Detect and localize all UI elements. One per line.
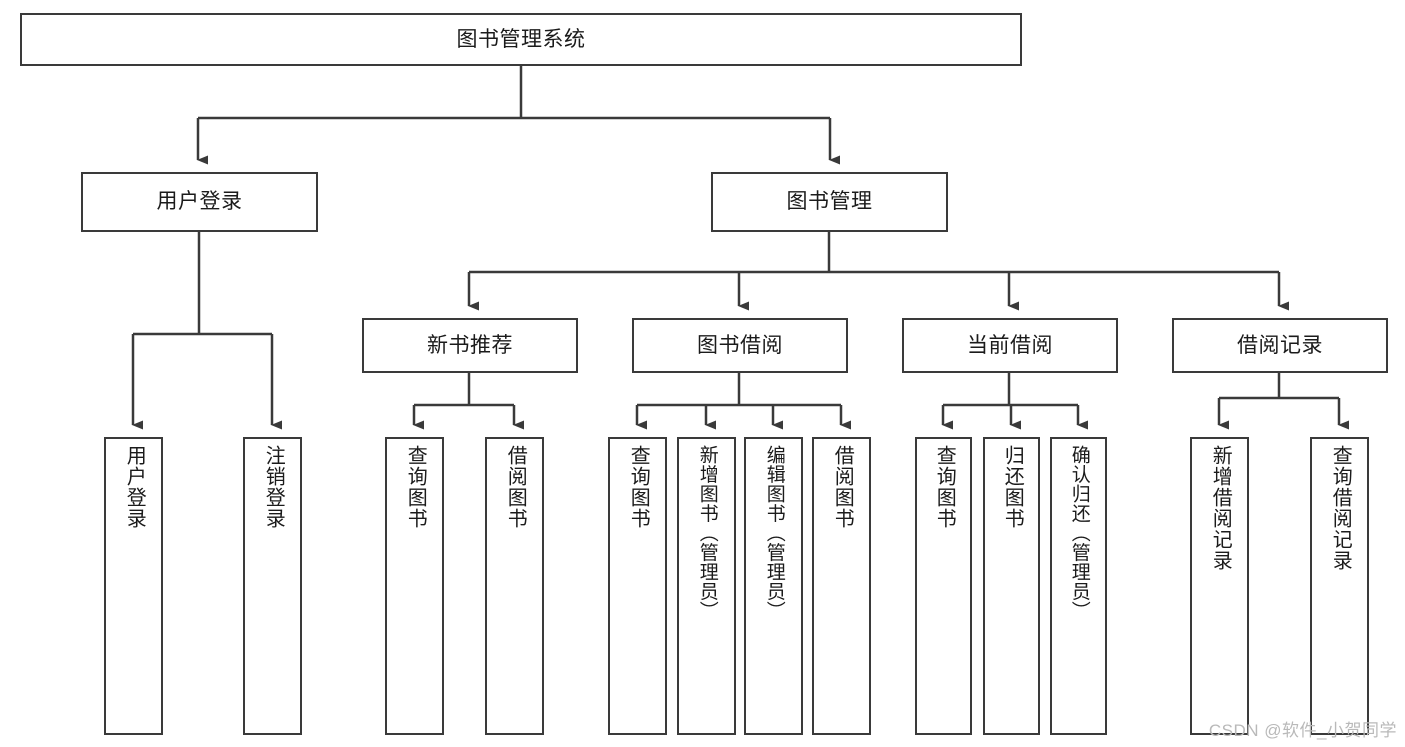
node-leaf-edit-book[interactable]: 编辑图书（管理员）: [744, 437, 803, 735]
node-leaf-query-book-3-label: 查询图书: [933, 445, 956, 529]
edge-group-borrow-record: [1217, 373, 1349, 430]
node-root-label: 图书管理系统: [456, 27, 586, 51]
node-leaf-query-book-2-label: 查询图书: [627, 445, 650, 529]
node-borrow-record-label: 借阅记录: [1237, 333, 1323, 357]
node-leaf-add-record[interactable]: 新增借阅记录: [1190, 437, 1249, 735]
node-leaf-borrow-book-1[interactable]: 借阅图书: [485, 437, 544, 735]
node-book-borrow[interactable]: 图书借阅: [632, 318, 848, 373]
node-root[interactable]: 图书管理系统: [20, 13, 1022, 66]
node-leaf-borrow-book-2-label: 借阅图书: [831, 445, 854, 529]
node-leaf-query-record[interactable]: 查询借阅记录: [1310, 437, 1369, 735]
node-user-login[interactable]: 用户登录: [81, 172, 318, 232]
node-leaf-confirm-return[interactable]: 确认归还（管理员）: [1050, 437, 1107, 735]
node-leaf-add-book-label: 新增图书（管理员）: [696, 445, 718, 621]
edge-group-book-borrow: [635, 373, 851, 430]
node-leaf-query-book-3[interactable]: 查询图书: [915, 437, 972, 735]
node-new-book-recommend[interactable]: 新书推荐: [362, 318, 578, 373]
node-current-borrow-label: 当前借阅: [967, 333, 1053, 357]
edge-group-root: [196, 66, 840, 165]
node-leaf-query-book-2[interactable]: 查询图书: [608, 437, 667, 735]
node-leaf-borrow-book-2[interactable]: 借阅图书: [812, 437, 871, 735]
edge-group-new-book-recommend: [412, 373, 524, 430]
edge-group-book-manage: [467, 232, 1289, 311]
node-leaf-return-book[interactable]: 归还图书: [983, 437, 1040, 735]
node-leaf-user-login-label: 用户登录: [123, 445, 146, 529]
node-leaf-confirm-return-label: 确认归还（管理员）: [1068, 445, 1090, 621]
node-book-borrow-label: 图书借阅: [697, 333, 783, 357]
node-user-login-label: 用户登录: [156, 190, 243, 214]
node-leaf-return-book-label: 归还图书: [1001, 445, 1024, 529]
node-leaf-edit-book-label: 编辑图书（管理员）: [763, 445, 785, 621]
node-leaf-query-book-1[interactable]: 查询图书: [385, 437, 444, 735]
node-leaf-query-record-label: 查询借阅记录: [1329, 445, 1352, 571]
csdn-watermark: CSDN @软件_小贺同学: [1208, 721, 1397, 740]
node-leaf-user-login[interactable]: 用户登录: [104, 437, 163, 735]
node-new-book-recommend-label: 新书推荐: [427, 333, 513, 357]
node-current-borrow[interactable]: 当前借阅: [902, 318, 1118, 373]
node-leaf-add-book[interactable]: 新增图书（管理员）: [677, 437, 736, 735]
node-leaf-add-record-label: 新增借阅记录: [1209, 445, 1232, 571]
node-leaf-logout-login-label: 注销登录: [262, 445, 285, 529]
edge-group-user-login: [131, 232, 282, 430]
node-leaf-borrow-book-1-label: 借阅图书: [504, 445, 527, 529]
node-borrow-record[interactable]: 借阅记录: [1172, 318, 1388, 373]
node-leaf-logout-login[interactable]: 注销登录: [243, 437, 302, 735]
node-book-manage[interactable]: 图书管理: [711, 172, 948, 232]
node-book-manage-label: 图书管理: [786, 190, 873, 214]
edge-group-current-borrow: [941, 373, 1088, 430]
node-leaf-query-book-1-label: 查询图书: [404, 445, 427, 529]
